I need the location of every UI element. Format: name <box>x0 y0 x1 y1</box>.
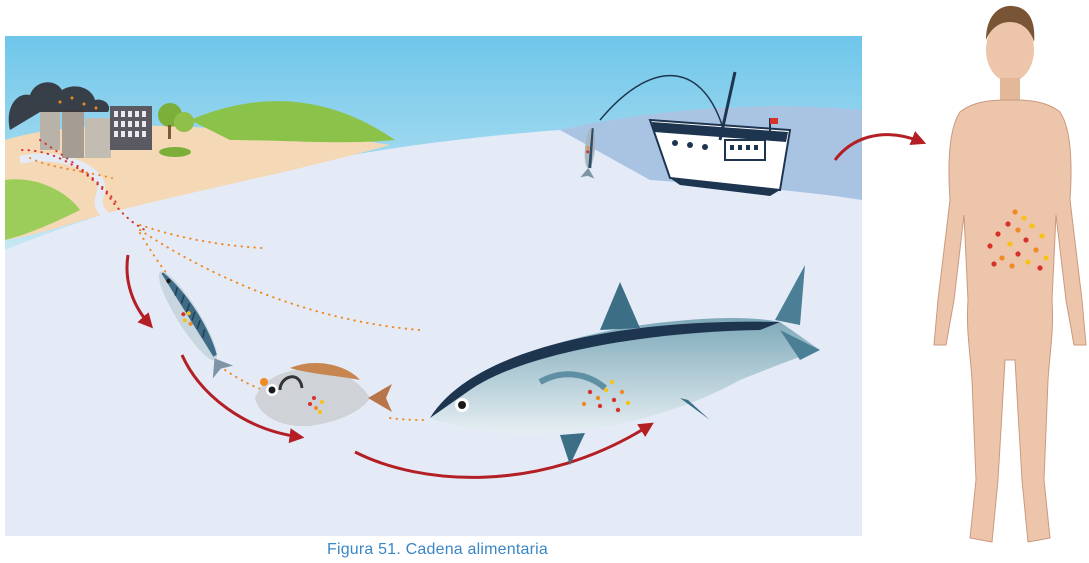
human-body-icon <box>934 6 1086 542</box>
figure-caption: Figura 51. Cadena alimentaria <box>0 541 875 559</box>
